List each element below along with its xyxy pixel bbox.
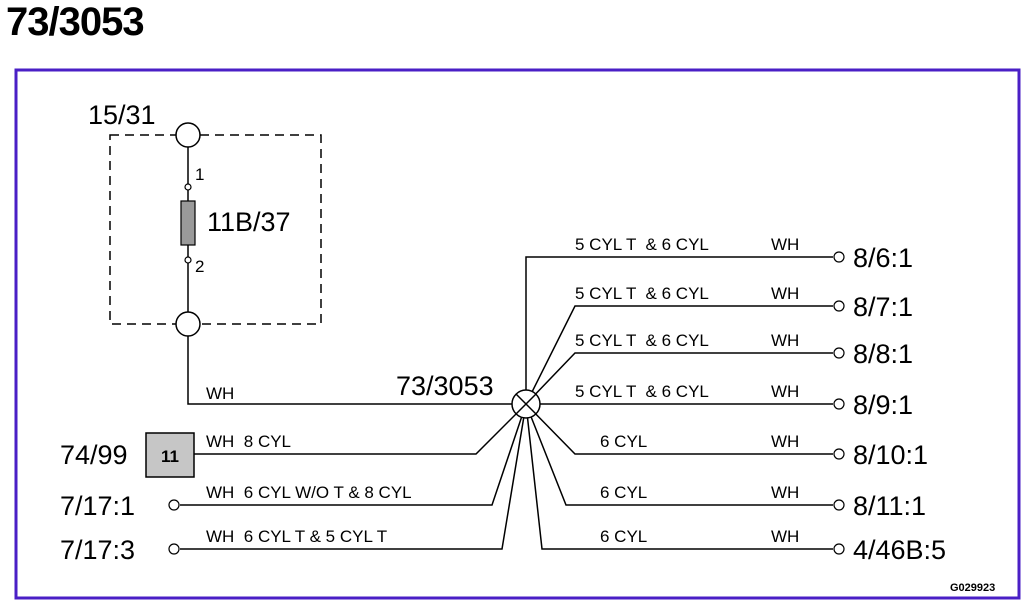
right-connections: 5 CYL T & 6 CYL WH 8/6:1 5 CYL T & 6 CYL WH 8… <box>525 235 946 565</box>
top-terminal-icon <box>175 122 201 148</box>
terminal-icon <box>833 543 845 555</box>
wire-color: WH <box>771 382 799 401</box>
terminal-icon <box>168 499 180 511</box>
wire-line <box>194 403 527 455</box>
pin-2-icon <box>184 256 192 264</box>
connection-label: 74/99 <box>60 440 128 470</box>
connection-label: 8/10:1 <box>853 440 928 470</box>
right-connection: 5 CYL T & 6 CYL WH 8/9:1 <box>526 382 913 420</box>
terminal-icon <box>833 398 845 410</box>
wire-line <box>180 403 527 550</box>
terminal-icon <box>168 543 180 555</box>
splice-icon <box>511 389 541 419</box>
pin-2-label: 2 <box>195 257 204 276</box>
figure-code: G029923 <box>950 582 995 594</box>
connection-label: 7/17:1 <box>60 491 135 521</box>
left-connection: WH 6 CYL T & 5 CYL T 7/17:3 <box>60 403 527 565</box>
wire-color: WH <box>771 432 799 451</box>
left-connections: WH 8 CYL 11 74/99 WH 6 CYL W/O T & 8 CYL 7/1… <box>60 403 527 565</box>
wire-color: WH <box>771 284 799 303</box>
wire-text: WH 6 CYL T & 5 CYL T <box>206 527 387 546</box>
connector-number: 11 <box>161 447 179 466</box>
right-connection: 5 CYL T & 6 CYL WH 8/8:1 <box>525 331 913 405</box>
connection-label: 7/17:3 <box>60 535 135 565</box>
wire-line <box>525 305 833 405</box>
wire-color: WH <box>771 483 799 502</box>
wire-text: WH 6 CYL W/O T & 8 CYL <box>206 483 412 502</box>
page-title: 73/3053 <box>6 0 145 44</box>
wire-color: WH <box>771 235 799 254</box>
left-connection: WH 6 CYL W/O T & 8 CYL 7/17:1 <box>60 403 527 521</box>
wire-color: WH <box>771 527 799 546</box>
wire-line <box>180 403 527 506</box>
wire-variant: 5 CYL T & 6 CYL <box>575 331 709 350</box>
wire-variant: 5 CYL T & 6 CYL <box>575 235 709 254</box>
fuse-box-outline <box>109 134 322 325</box>
connection-label: 4/46B:5 <box>853 535 946 565</box>
wire-line <box>525 352 833 405</box>
connection-label: 8/8:1 <box>853 339 913 369</box>
fuse-icon <box>180 200 196 246</box>
top-terminal-label: 15/31 <box>88 100 156 130</box>
wire-line <box>525 403 833 506</box>
feed-wire <box>187 336 512 405</box>
connection-label: 8/6:1 <box>853 243 913 273</box>
connector-icon <box>145 432 195 478</box>
terminal-icon <box>833 448 845 460</box>
wire-line <box>525 403 833 550</box>
wire-variant: 5 CYL T & 6 CYL <box>575 284 709 303</box>
right-connection: 6 CYL WH 8/11:1 <box>525 403 926 521</box>
terminal-icon <box>833 300 845 312</box>
diagram-frame <box>14 68 1021 600</box>
splice-label: 73/3053 <box>396 371 494 401</box>
wire-line <box>525 256 833 404</box>
terminal-icon <box>833 347 845 359</box>
right-connection: 5 CYL T & 6 CYL WH 8/7:1 <box>525 284 913 405</box>
wire-line <box>525 403 833 455</box>
bottom-terminal-icon <box>175 311 201 337</box>
fuse-label: 11B/37 <box>207 207 291 237</box>
wire-text: WH 8 CYL <box>206 432 291 451</box>
connection-label: 8/9:1 <box>853 390 913 420</box>
pin-1-label: 1 <box>195 165 204 184</box>
pin-1-icon <box>184 183 192 191</box>
wire-variant: 6 CYL <box>600 527 647 546</box>
wire-variant: 5 CYL T & 6 CYL <box>575 382 709 401</box>
feed-wire-color: WH <box>206 384 234 403</box>
connection-label: 8/7:1 <box>853 292 913 322</box>
wire-color: WH <box>771 331 799 350</box>
wire-variant: 6 CYL <box>600 483 647 502</box>
right-connection: 6 CYL WH 4/46B:5 <box>525 403 946 565</box>
wire-variant: 6 CYL <box>600 432 647 451</box>
terminal-icon <box>833 499 845 511</box>
terminal-icon <box>833 251 845 263</box>
left-connection: WH 8 CYL 11 74/99 <box>60 403 527 478</box>
connection-label: 8/11:1 <box>853 491 926 521</box>
right-connection: 6 CYL WH 8/10:1 <box>525 403 928 470</box>
right-connection: 5 CYL T & 6 CYL WH 8/6:1 <box>525 235 913 404</box>
